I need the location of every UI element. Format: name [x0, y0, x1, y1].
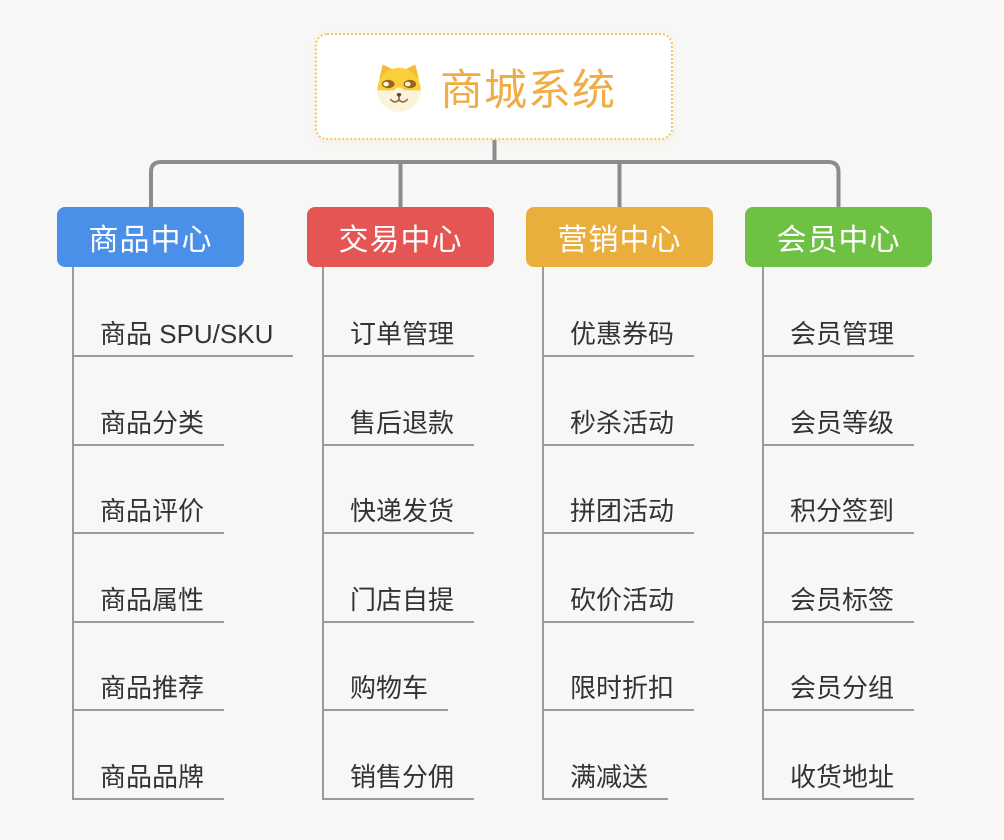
leaf-item[interactable]: 拼团活动: [542, 496, 695, 534]
leaf-item[interactable]: 售后退款: [322, 408, 475, 446]
leaf-item[interactable]: 会员标签: [762, 585, 915, 623]
leaf-item[interactable]: 商品推荐: [72, 673, 225, 711]
leaf-item[interactable]: 门店自提: [322, 585, 475, 623]
bus-line: [149, 160, 841, 208]
leaf-item[interactable]: 订单管理: [322, 319, 475, 357]
dog-face-icon: [377, 64, 421, 112]
leaf-item[interactable]: 快递发货: [322, 496, 475, 534]
leaf-item[interactable]: 会员分组: [762, 673, 915, 711]
leaf-item[interactable]: 商品 SPU/SKU: [72, 319, 294, 357]
root-title: 商城系统: [440, 66, 616, 115]
branch-header-member-center[interactable]: 会员中心: [745, 207, 932, 267]
leaf-item[interactable]: 销售分佣: [322, 762, 475, 800]
leaf-item[interactable]: 优惠券码: [542, 319, 695, 357]
leaf-item[interactable]: 会员等级: [762, 408, 915, 446]
branch-header-product-center[interactable]: 商品中心: [57, 207, 244, 267]
branch-header-marketing-center[interactable]: 营销中心: [526, 207, 713, 267]
leaf-item[interactable]: 满减送: [542, 762, 669, 800]
leaf-item[interactable]: 购物车: [322, 673, 449, 711]
leaf-item[interactable]: 商品评价: [72, 496, 225, 534]
leaf-item[interactable]: 限时折扣: [542, 673, 695, 711]
leaf-item[interactable]: 商品品牌: [72, 762, 225, 800]
leaf-item[interactable]: 商品属性: [72, 585, 225, 623]
leaf-item[interactable]: 会员管理: [762, 319, 915, 357]
leaf-item[interactable]: 积分签到: [762, 496, 915, 534]
leaf-item[interactable]: 秒杀活动: [542, 408, 695, 446]
leaf-item[interactable]: 商品分类: [72, 408, 225, 446]
leaf-item[interactable]: 收货地址: [762, 762, 915, 800]
root-node[interactable]: 商城系统: [315, 33, 673, 140]
branch-header-trade-center[interactable]: 交易中心: [307, 207, 494, 267]
leaf-item[interactable]: 砍价活动: [542, 585, 695, 623]
